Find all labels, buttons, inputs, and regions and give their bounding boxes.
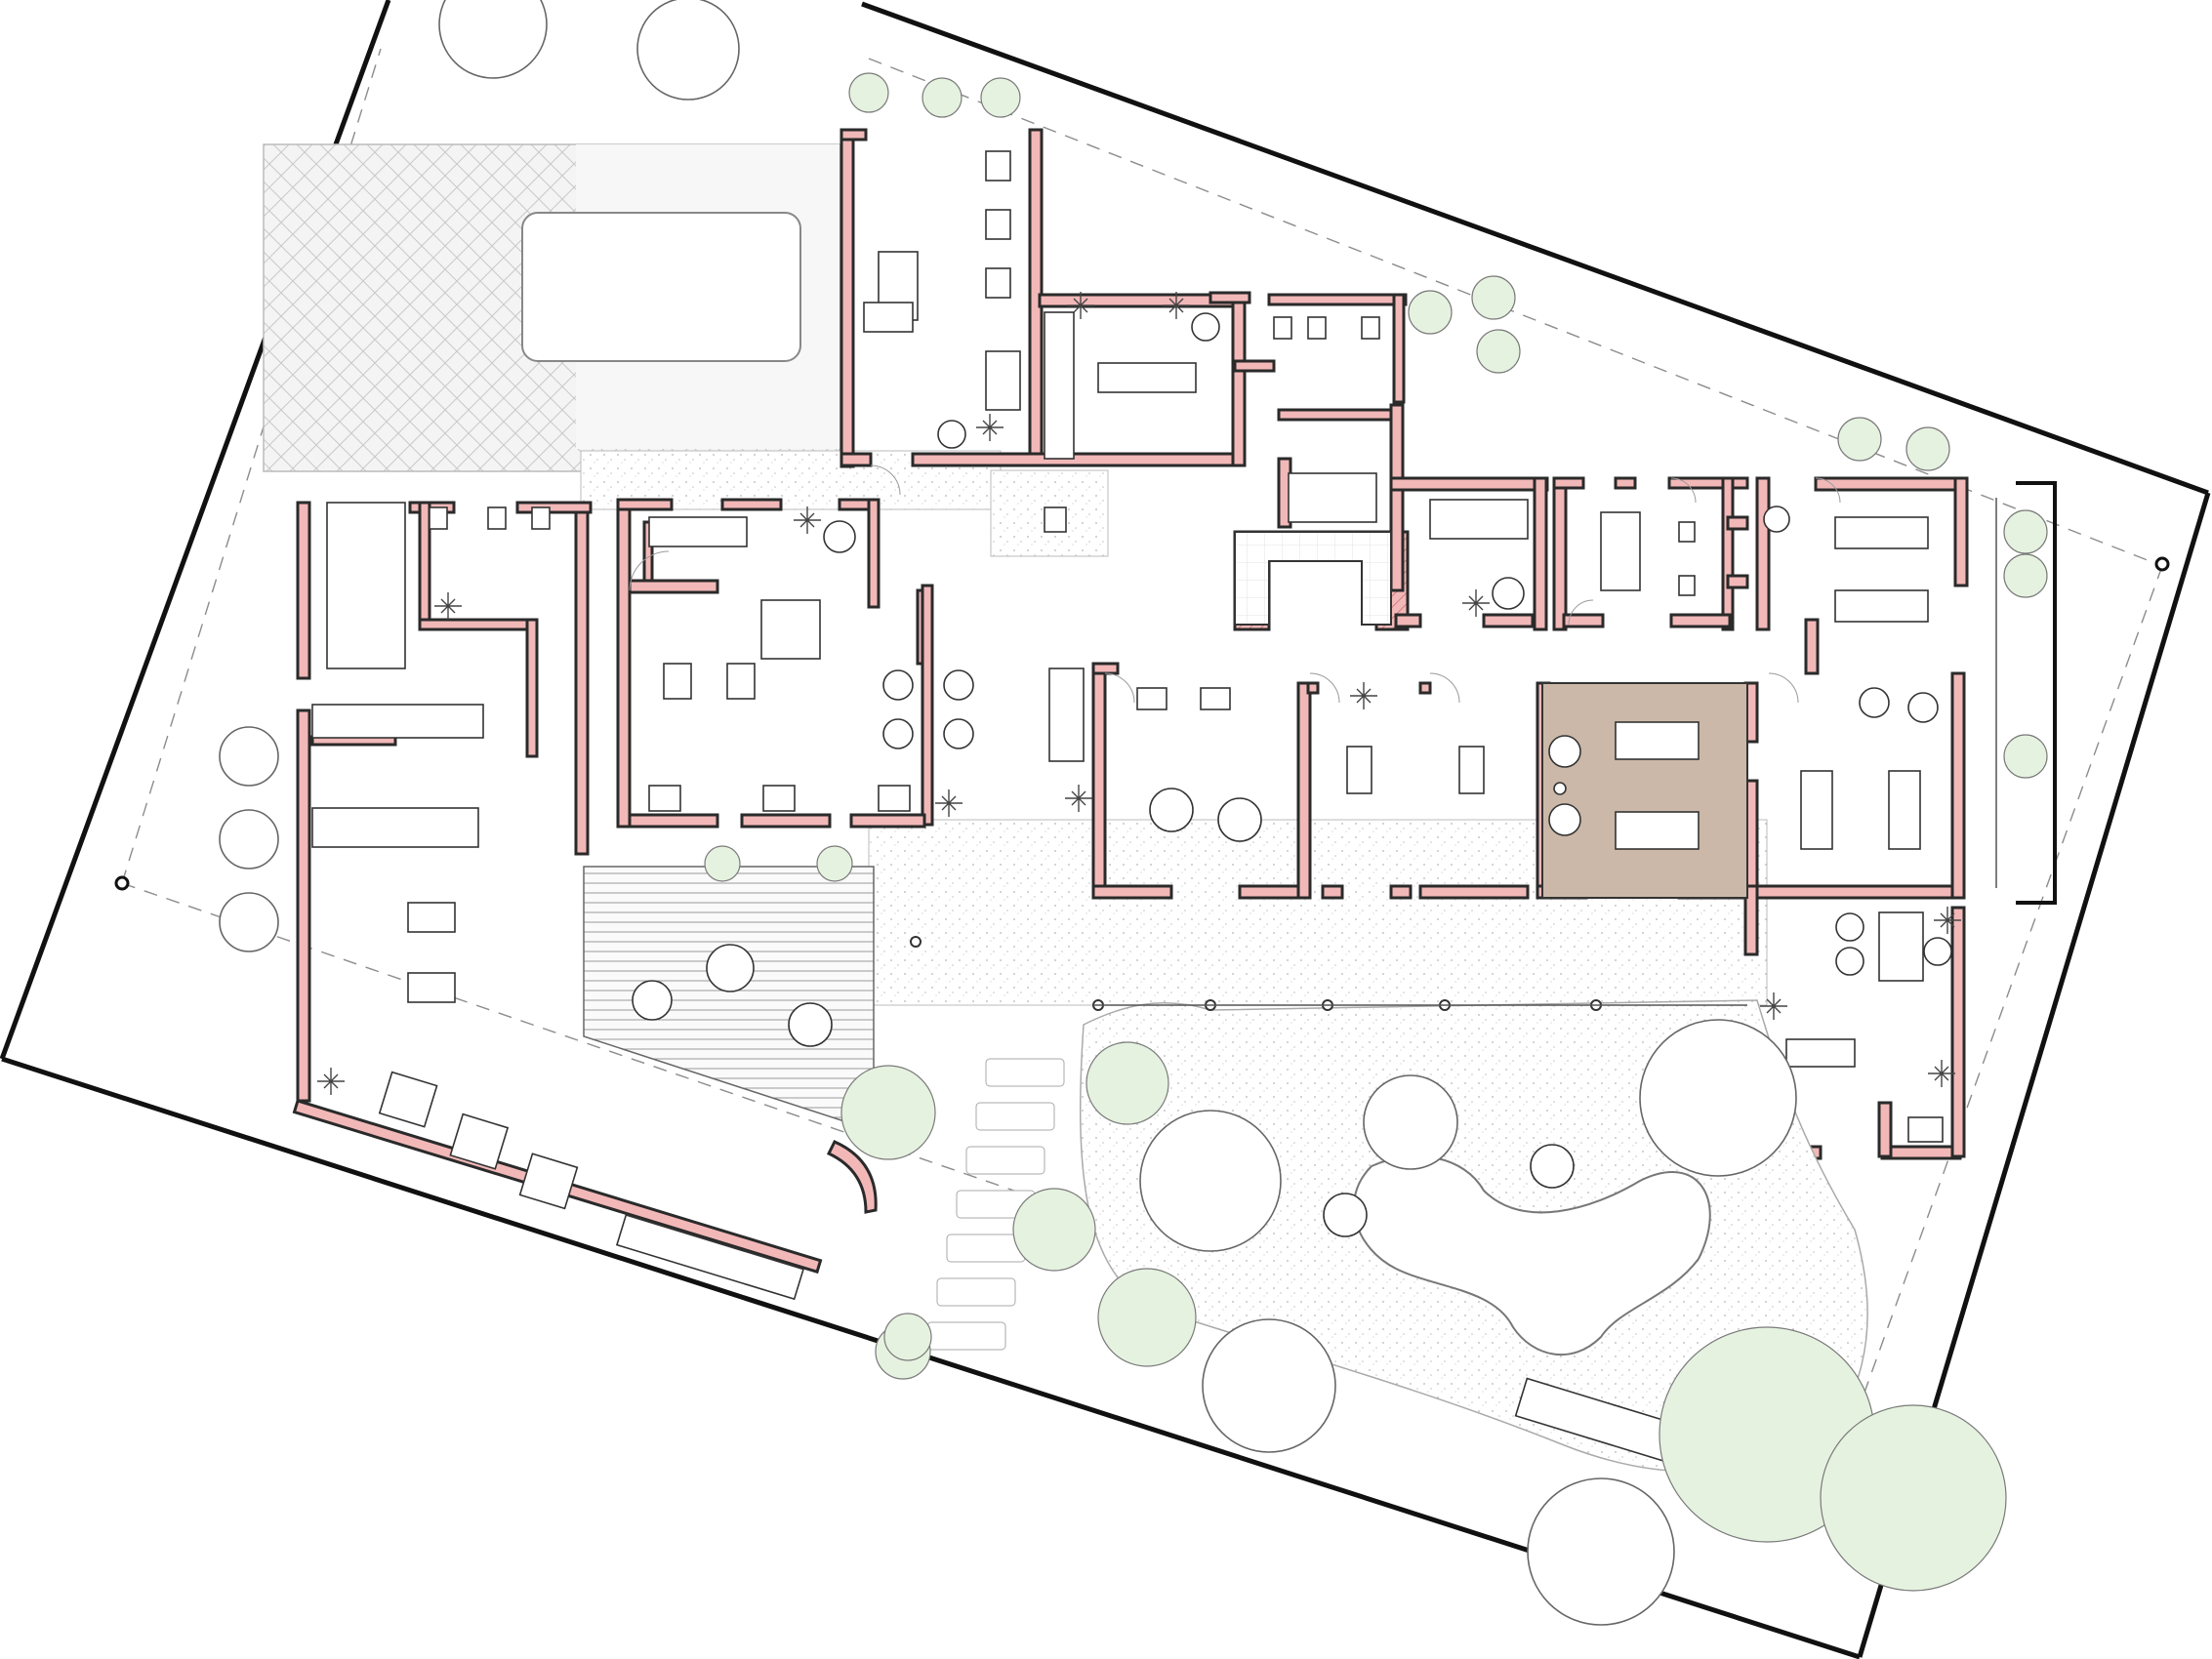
paved-courtyard — [263, 143, 840, 472]
stair-zone — [1234, 531, 1392, 626]
trees — [219, 0, 2048, 1626]
east-screen — [1995, 481, 2057, 905]
outdoor-table-set — [632, 944, 833, 1047]
stepping-stones — [926, 1058, 1065, 1351]
bollards — [910, 936, 1747, 1011]
door-swings — [629, 465, 1841, 704]
potted-plants — [317, 292, 1961, 1095]
highlighted-room — [1541, 682, 1748, 899]
furniture — [311, 150, 1952, 1301]
deck-terrace — [583, 866, 875, 1123]
